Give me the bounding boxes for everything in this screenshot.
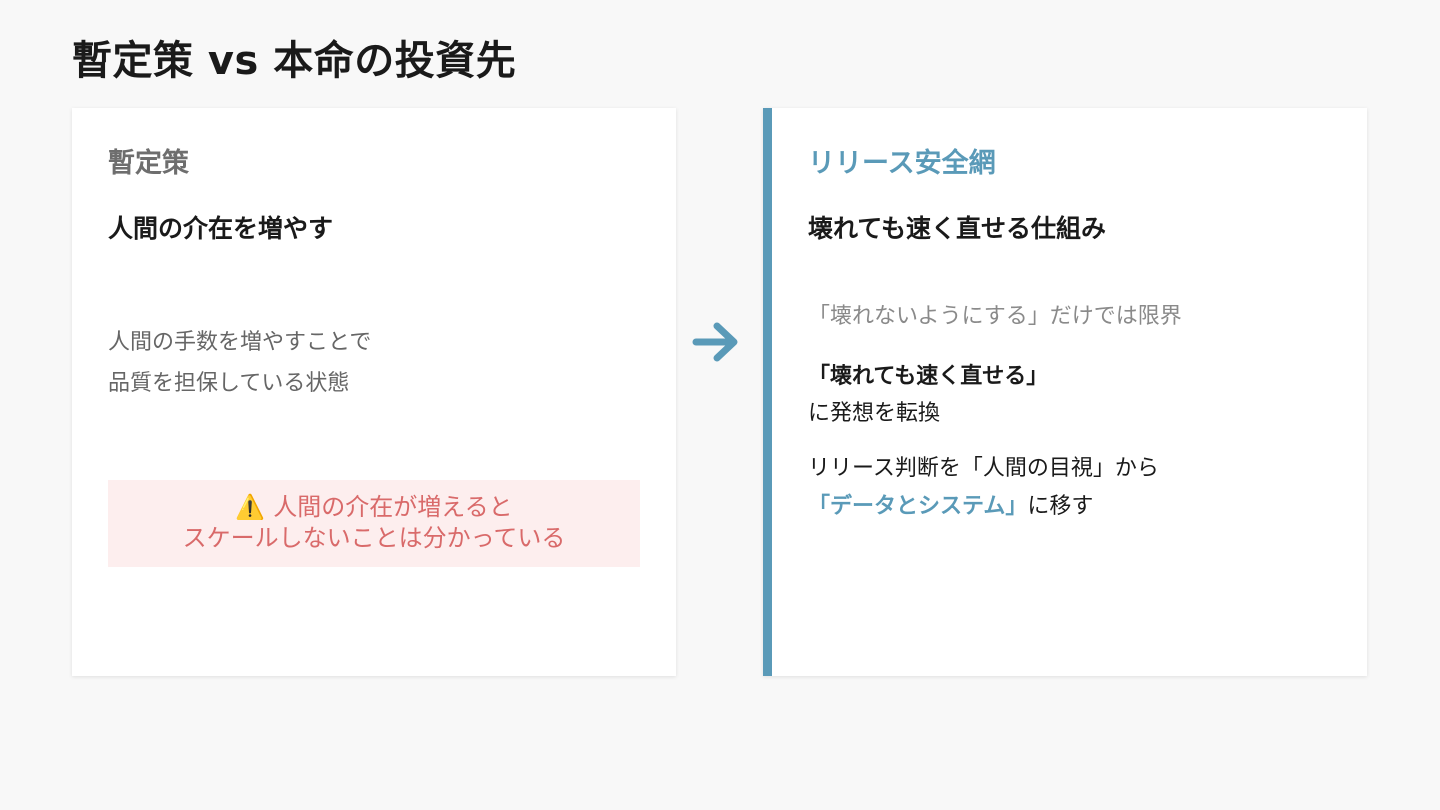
card-label: リリース安全網 [808,148,996,179]
interim-measure-card: 暫定策 人間の介在を増やす 人間の手数を増やすことで 品質を担保している状態 ⚠… [72,108,676,676]
warning-icon: ⚠️ [235,493,266,521]
warning-callout: ⚠️人間の介在が増えると スケールしないことは分かっている [108,480,640,567]
emphasis-line: 「壊れても速く直せる」 [808,364,1049,389]
card-heading: 人間の介在を増やす [108,214,334,243]
highlight-text: 「データとシステム」 [808,494,1028,519]
description-line: 品質を担保している状態 [108,371,350,396]
decision-shift: リリース判断を「人間の目視」から 「データとシステム」に移す [808,450,1331,526]
arrow-right-icon [692,322,738,362]
release-safety-net-card: リリース安全網 壊れても速く直せる仕組み 「壊れないようにする」だけでは限界 「… [763,108,1367,676]
card-heading: 壊れても速く直せる仕組み [808,214,1107,243]
shift-line: リリース判断を「人間の目視」から [808,456,1159,481]
emphasis-continuation: に発想を転換 [808,401,941,426]
warning-text: 人間の介在が増えると [273,493,513,521]
warning-line: ⚠️人間の介在が増えると [108,492,640,523]
shift-suffix: に移す [1027,494,1094,519]
card-label: 暫定策 [108,148,189,179]
shift-line: 「データとシステム」に移す [808,488,1331,526]
mindset-shift: 「壊れても速く直せる」 に発想を転換 [808,358,1331,432]
description-line: 人間の手数を増やすことで [108,330,372,355]
card-description: 人間の手数を増やすことで 品質を担保している状態 [108,322,640,404]
limitation-note: 「壊れないようにする」だけでは限界 [808,304,1182,329]
warning-line: スケールしないことは分かっている [182,524,566,552]
slide-title: 暫定策 vs 本命の投資先 [72,38,517,84]
